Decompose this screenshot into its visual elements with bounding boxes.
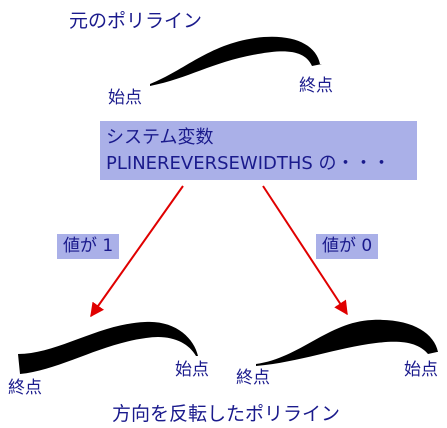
system-variable-box: システム変数 PLINEREVERSEWIDTHS の・・・ [100, 121, 417, 180]
original-polyline-title: 元のポリライン [69, 10, 203, 32]
system-variable-line1: システム変数 [106, 127, 214, 148]
reversed-polyline-title: 方向を反転したポリライン [112, 403, 341, 425]
system-variable-line2: PLINEREVERSEWIDTHS の・・・ [106, 153, 391, 174]
reversed-0-end-label: 終点 [236, 368, 270, 388]
value-1-label: 値が 1 [57, 234, 120, 259]
original-polyline [150, 36, 322, 86]
arrow-to-value-0 [262, 185, 348, 316]
reversed-1-start-label: 始点 [175, 360, 209, 380]
reversed-0-start-label: 始点 [404, 360, 438, 380]
reversed-1-end-label: 終点 [8, 378, 42, 398]
value-0-label: 値が 0 [316, 234, 379, 259]
reversed-polyline-value-0 [256, 319, 438, 366]
original-end-label: 終点 [299, 76, 333, 96]
original-start-label: 始点 [108, 88, 142, 108]
reversed-polyline-value-1 [18, 321, 198, 374]
arrow-to-value-1 [90, 185, 184, 318]
